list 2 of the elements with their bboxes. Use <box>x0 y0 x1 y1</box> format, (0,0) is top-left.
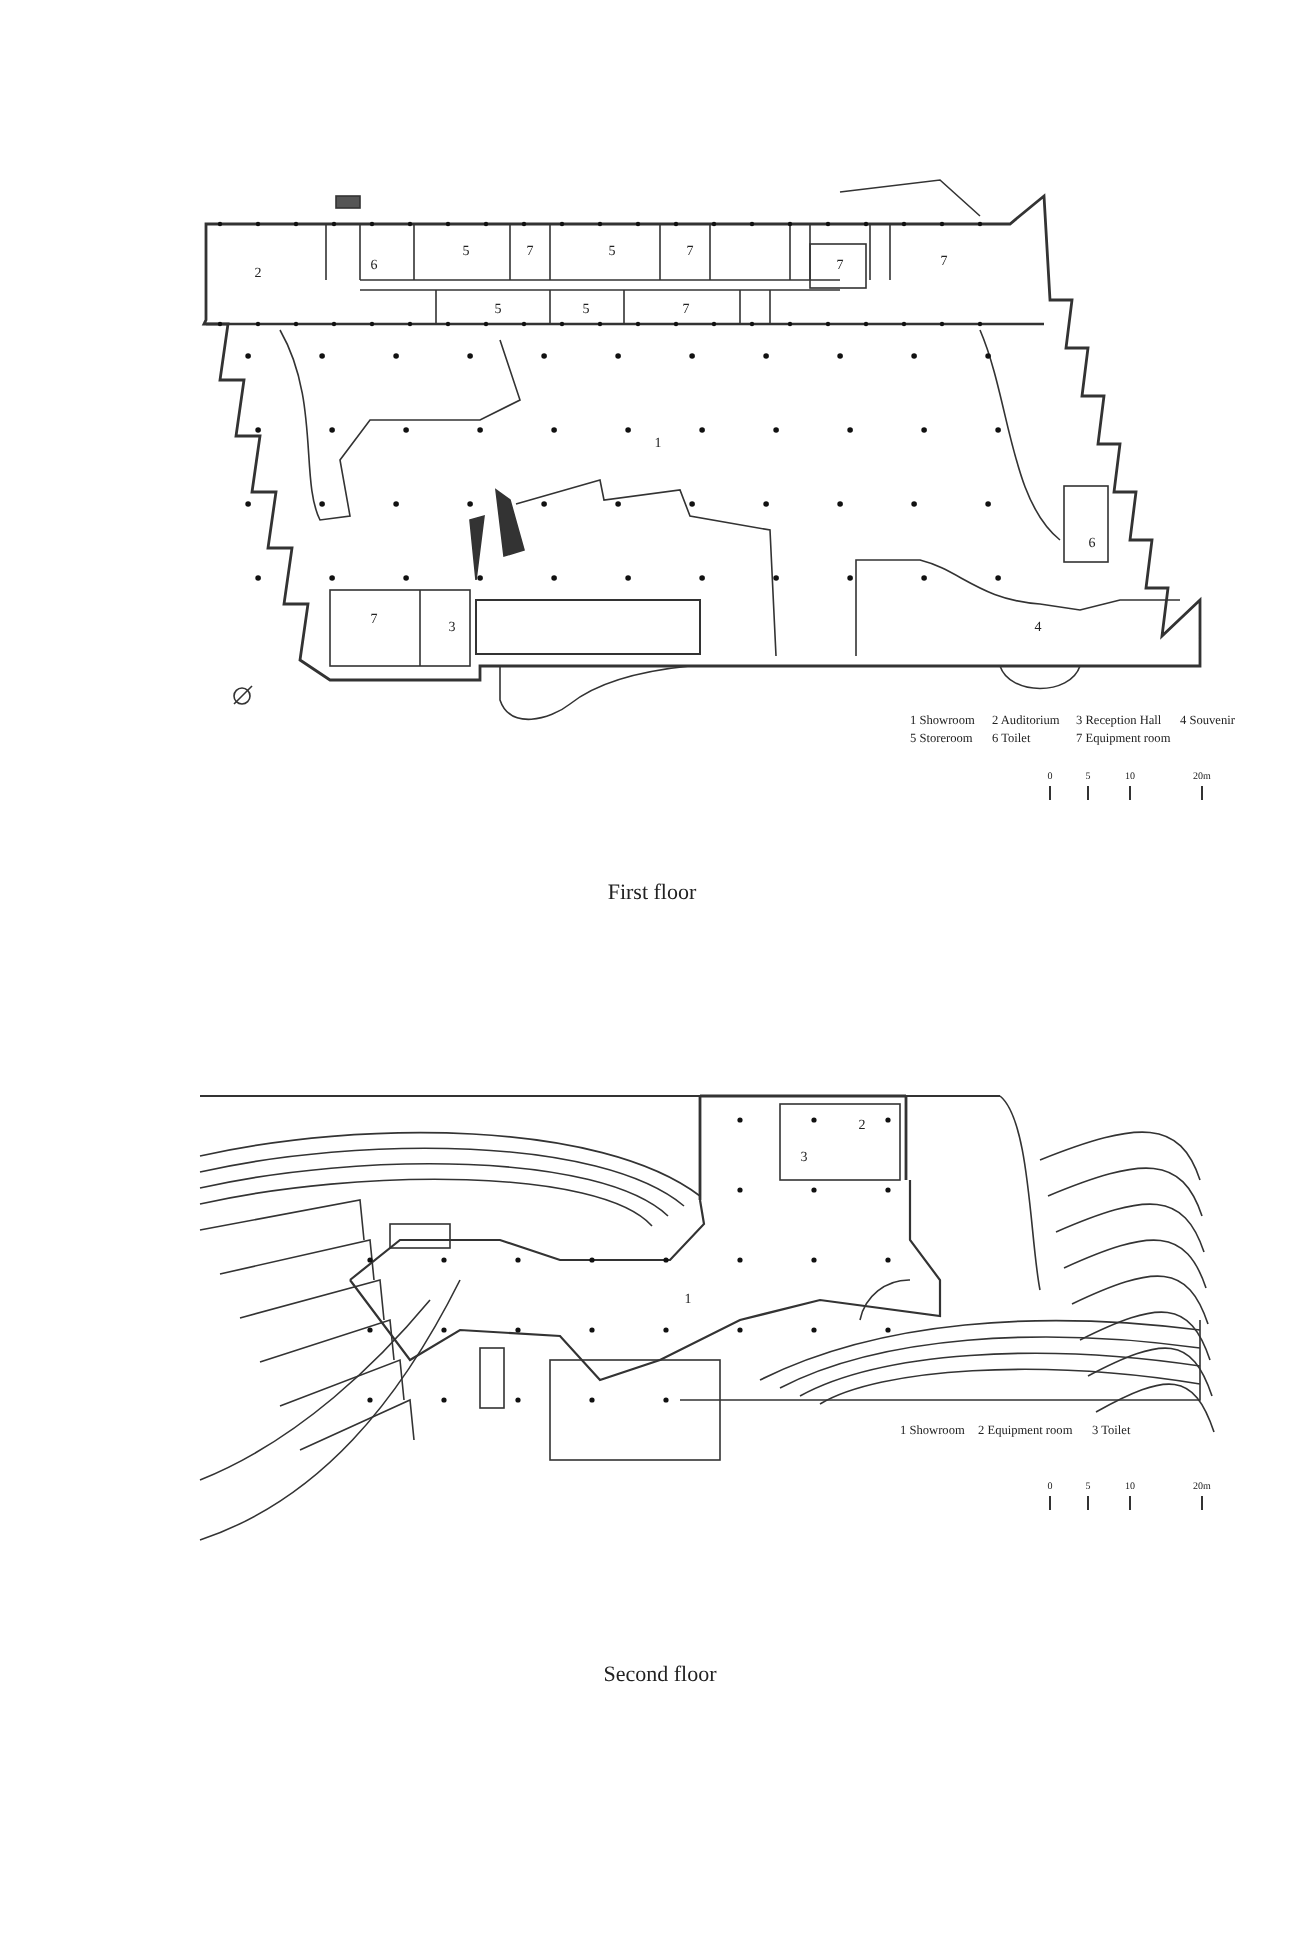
floor-caption: Second floor <box>603 1665 717 1687</box>
floor-caption: First floor <box>607 883 697 905</box>
